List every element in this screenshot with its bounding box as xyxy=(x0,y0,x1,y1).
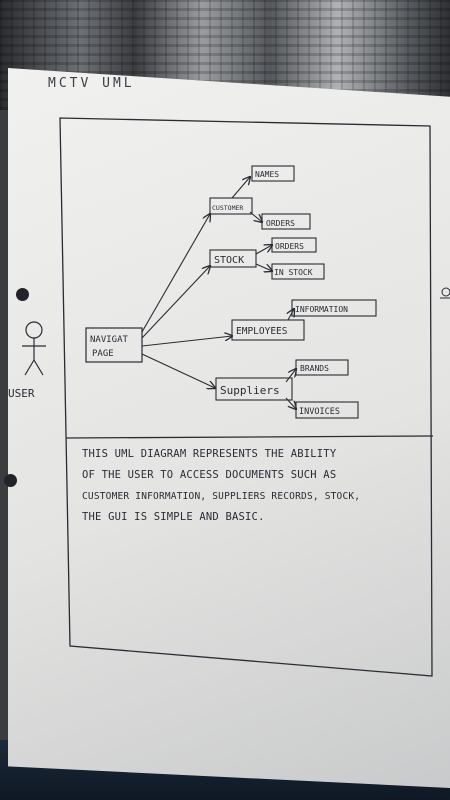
arrow-group xyxy=(141,177,296,409)
stock-label: STOCK xyxy=(214,255,244,266)
customer-label: CUSTOMER xyxy=(212,204,243,212)
arrow-to-information xyxy=(288,309,294,321)
description-text: THIS UML DIAGRAM REPRESENTS THE ABILITY … xyxy=(82,444,427,528)
punch-hole-bottom xyxy=(4,474,17,487)
invoices-label: INVOICES xyxy=(299,407,340,417)
customer-orders-node xyxy=(261,213,311,230)
arrow-to-brands xyxy=(285,369,296,383)
arrow-to-names xyxy=(231,177,250,199)
page-title: MCTV UML xyxy=(48,76,135,91)
description-line: THIS UML DIAGRAM REPRESENTS THE ABILITY xyxy=(82,448,337,460)
arrow-to-employees xyxy=(141,336,232,347)
navigation-page-node xyxy=(85,327,143,363)
stock-node xyxy=(209,249,257,268)
navigation-page-line2: PAGE xyxy=(92,349,114,359)
brands-label: BRANDS xyxy=(300,364,329,373)
description-line: CUSTOMER INFORMATION, SUPPLIERS RECORDS,… xyxy=(82,491,361,502)
punch-hole-top xyxy=(16,288,29,301)
invoices-node xyxy=(295,401,359,419)
brands-node xyxy=(295,359,349,376)
suppliers-label: Suppliers xyxy=(220,384,280,397)
information-label: INFORMATION xyxy=(295,305,348,314)
arrow-to-stock xyxy=(141,266,210,339)
names-node xyxy=(251,165,295,182)
partial-actor-icon xyxy=(440,287,450,299)
arrow-to-customer xyxy=(141,214,210,333)
customer-node xyxy=(209,197,253,215)
in-stock-node xyxy=(271,263,325,280)
user-actor-icon xyxy=(22,321,46,376)
arrow-to-stock-orders xyxy=(255,245,272,255)
stock-orders-node xyxy=(271,237,317,253)
diagram-frame xyxy=(59,117,433,677)
arrow-to-in-stock xyxy=(255,263,272,271)
employees-node xyxy=(231,319,305,341)
names-label: NAMES xyxy=(255,170,279,179)
navigation-page-line1: NAVIGAT xyxy=(90,335,129,345)
employees-label: EMPLOYEES xyxy=(236,326,288,337)
section-divider xyxy=(65,435,434,439)
stock-orders-label: ORDERS xyxy=(275,242,304,251)
in-stock-label: IN STOCK xyxy=(274,268,313,277)
suppliers-node xyxy=(215,377,293,401)
information-node xyxy=(291,299,377,317)
arrow-to-suppliers xyxy=(141,353,215,388)
paper-sheet xyxy=(8,68,450,788)
customer-orders-label: ORDERS xyxy=(266,219,295,228)
description-line: OF THE USER TO ACCESS DOCUMENTS SUCH AS xyxy=(82,469,337,481)
user-label: USER xyxy=(8,387,35,400)
description-line: THE GUI IS SIMPLE AND BASIC. xyxy=(82,511,265,523)
